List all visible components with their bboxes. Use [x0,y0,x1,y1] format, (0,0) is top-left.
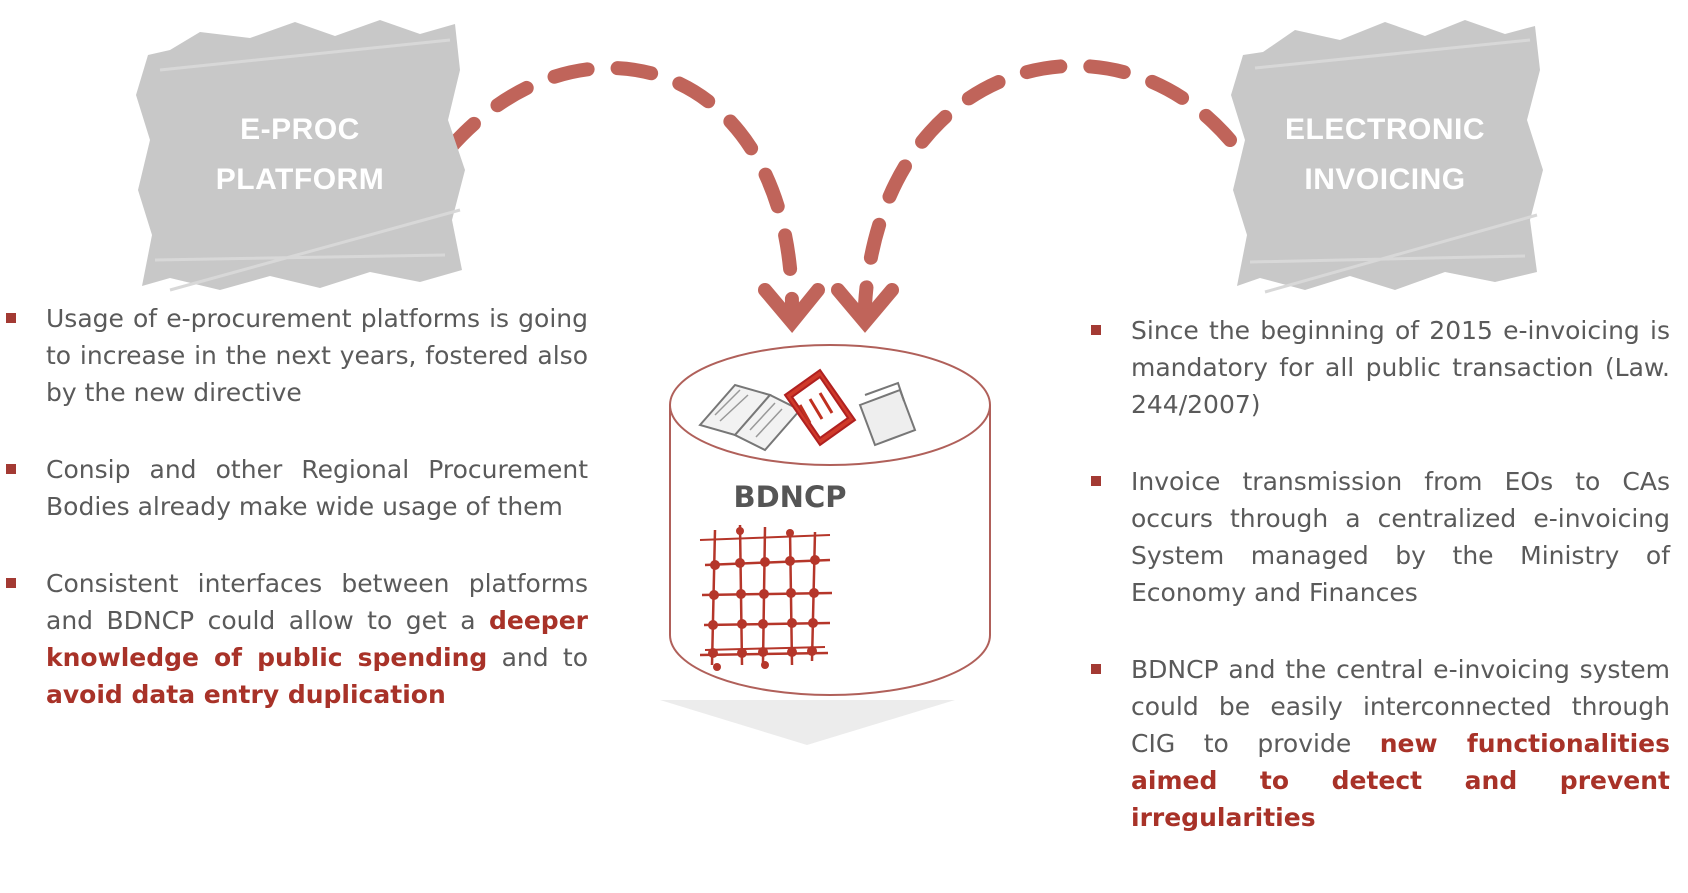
bullet-icon [6,313,16,323]
grid-nodes [708,527,820,671]
highlight-text: new functionalities aimed to detect and … [1131,729,1671,832]
arrowhead-left-icon [758,283,825,333]
scribble-box-shape [1231,20,1543,294]
highlight-text: avoid data entry duplication [46,680,446,709]
box-label-line1: E-PROC [240,113,360,146]
bdncp-label: BDNCP [733,480,847,514]
folder-icon [858,381,917,447]
bullet-icon [6,578,16,588]
list-item: Consistent interfaces between platforms … [0,565,588,713]
list-item: Invoice transmission from EOs to CAs occ… [1085,463,1670,611]
list-item-text: Usage of e-procurement platforms is goin… [46,304,588,407]
right-bullet-list: Since the beginning of 2015 e-invoicing … [1085,312,1670,876]
left-bullet-list: Usage of e-procurement platforms is goin… [0,300,588,753]
item-text-middle: and to [487,643,588,672]
bullet-icon [1091,325,1101,335]
arrow-right-to-center [858,58,1237,312]
e-proc-platform-box: E-PROC PLATFORM [130,10,470,300]
bdncp-database-cylinder [660,344,991,745]
arrowhead-right-icon [831,283,899,333]
report-document-icon [783,368,857,447]
scribble-box-shape [136,20,465,292]
item-text-start: Consistent interfaces between platforms … [46,569,588,635]
bullet-icon [1091,476,1101,486]
list-item-text: Consip and other Regional Procurement Bo… [46,455,588,521]
bullet-icon [6,464,16,474]
list-item: Consip and other Regional Procurement Bo… [0,451,588,525]
down-chevron-shape [660,700,955,745]
arrow-left-to-center [443,61,799,312]
highlight-text: deeper knowledge of public spending [46,606,588,672]
box-label-line1: ELECTRONIC [1285,113,1485,146]
box-label-line2: INVOICING [1304,163,1466,196]
box-label-line2: PLATFORM [215,163,385,196]
list-item-text: Consistent interfaces between platforms … [46,565,588,713]
item-text-start: BDNCP and the central e-invoicing system… [1131,655,1670,758]
list-item: Since the beginning of 2015 e-invoicing … [1085,312,1670,423]
electronic-invoicing-box: ELECTRONIC INVOICING [1225,10,1545,300]
list-item-text: Invoice transmission from EOs to CAs occ… [1131,467,1670,607]
bullet-icon [1091,664,1101,674]
list-item-text: BDNCP and the central e-invoicing system… [1131,651,1670,836]
list-item: Usage of e-procurement platforms is goin… [0,300,588,411]
list-item: BDNCP and the central e-invoicing system… [1085,651,1670,836]
list-item-text: Since the beginning of 2015 e-invoicing … [1131,316,1670,419]
